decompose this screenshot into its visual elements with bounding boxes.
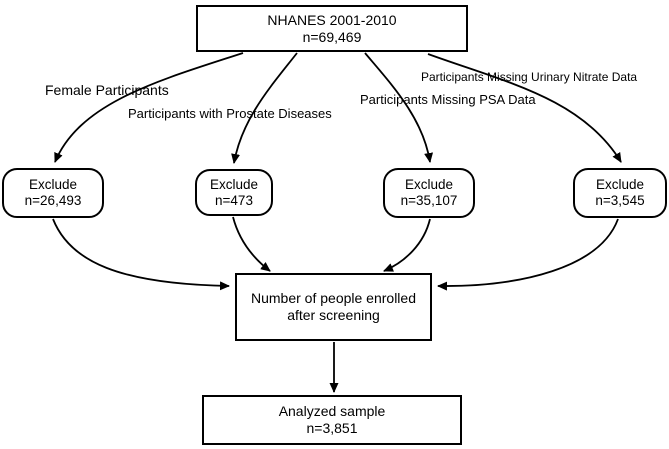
exclude-box-female: Exclude n=26,493 <box>2 168 104 218</box>
arrow-exclude-3-to-enrolled <box>383 218 431 272</box>
arrow-exclude-1-to-enrolled <box>52 218 230 291</box>
nhanes-title-box: NHANES 2001-2010 n=69,469 <box>196 5 468 52</box>
analyzed-line1: Analyzed sample <box>278 403 386 419</box>
exclude-1-count: n=26,493 <box>24 193 82 208</box>
enrolled-line1: Number of people enrolled <box>251 290 416 306</box>
branch-label-prostate-diseases: Participants with Prostate Diseases <box>128 106 332 121</box>
exclude-3-count: n=35,107 <box>400 193 458 208</box>
arrow-exclude-2-to-enrolled <box>232 216 271 272</box>
arrow-title-to-exclude-4 <box>427 53 622 163</box>
exclude-2-label: Exclude <box>209 176 259 192</box>
arrow-title-to-exclude-2 <box>231 52 298 164</box>
arrow-title-to-exclude-3 <box>364 52 434 163</box>
exclude-1-label: Exclude <box>28 177 78 192</box>
exclude-4-label: Exclude <box>595 177 645 192</box>
branch-label-female-participants: Female Participants <box>45 82 169 98</box>
exclude-box-missing-psa: Exclude n=35,107 <box>383 168 475 218</box>
exclude-box-prostate: Exclude n=473 <box>195 169 273 216</box>
enrolled-line2: after screening <box>287 307 380 323</box>
exclude-box-missing-nitrate: Exclude n=3,545 <box>573 168 667 218</box>
branch-label-missing-psa-data: Participants Missing PSA Data <box>360 92 536 107</box>
exclude-2-count: n=473 <box>215 192 253 208</box>
arrow-exclude-4-to-enrolled <box>437 218 619 291</box>
exclude-4-count: n=3,545 <box>595 193 645 208</box>
exclude-3-label: Exclude <box>404 177 454 192</box>
nhanes-title-line2: n=69,469 <box>302 28 362 45</box>
analyzed-line2: n=3,851 <box>306 420 358 436</box>
arrow-title-to-exclude-1 <box>54 52 244 163</box>
branch-label-missing-urinary-nitrate-data: Participants Missing Urinary Nitrate Dat… <box>421 70 638 84</box>
nhanes-title-line1: NHANES 2001-2010 <box>267 11 397 28</box>
analyzed-sample-box: Analyzed sample n=3,851 <box>202 395 462 445</box>
enrolled-after-screening-box: Number of people enrolled after screenin… <box>235 273 432 341</box>
